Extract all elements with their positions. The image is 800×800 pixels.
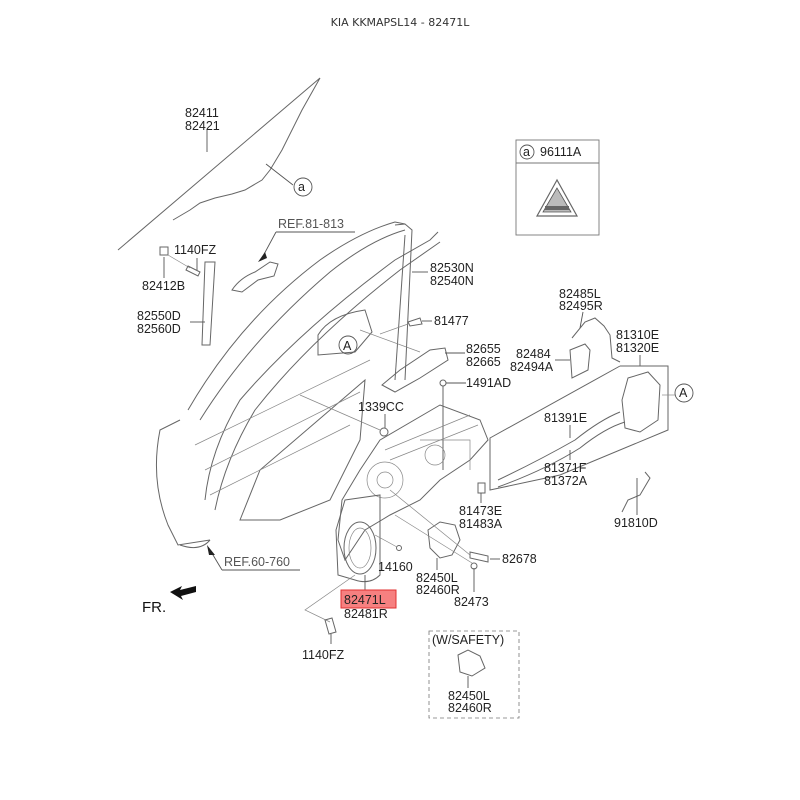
label-latch-1[interactable]: 81310E <box>616 328 659 342</box>
ref-60-760-arrow-icon <box>207 545 215 555</box>
label-rod-2[interactable]: 82495R <box>559 299 603 313</box>
leader-1339cc-dash <box>299 394 381 431</box>
leader-1140fz-bottom-dash <box>304 574 356 623</box>
label-wiring[interactable]: 91810D <box>614 516 658 530</box>
latch-assembly[interactable] <box>621 371 661 433</box>
highlight-box <box>340 589 397 609</box>
safety-part-1[interactable]: 82450L <box>448 689 490 703</box>
label-handle-1[interactable]: 82655 <box>466 342 501 356</box>
leader-82473-dash <box>394 514 473 564</box>
bolt-icon[interactable] <box>185 265 201 277</box>
label-glass-2[interactable]: 82421 <box>185 119 220 133</box>
front-arrow-icon <box>170 586 196 600</box>
label-handle-2[interactable]: 82665 <box>466 355 501 369</box>
safety-box <box>428 630 520 719</box>
leader-dash-1 <box>167 254 191 269</box>
label-bracket-1[interactable]: 82484 <box>516 347 551 361</box>
label-14160[interactable]: 14160 <box>378 560 413 574</box>
label-weatherstrip-1[interactable]: 82530N <box>430 261 474 275</box>
screw-14160-icon[interactable] <box>396 545 402 551</box>
marker-A-latch-circle <box>674 383 694 403</box>
safety-part-2[interactable]: 82460R <box>448 701 492 715</box>
label-motor-1[interactable]: 82450L <box>416 571 458 585</box>
label-weatherstrip-2[interactable]: 82540N <box>430 274 474 288</box>
label-1339cc[interactable]: 1339CC <box>358 400 404 414</box>
label-82473[interactable]: 82473 <box>454 595 489 609</box>
label-box-marker: a <box>523 145 530 159</box>
label-82412b[interactable]: 82412B <box>142 279 185 293</box>
label-box-part: 96111A <box>540 145 582 159</box>
latch-bracket-box <box>489 365 669 491</box>
label-channel-1[interactable]: 82550D <box>137 309 181 323</box>
label-81477[interactable]: 81477 <box>434 314 469 328</box>
label-cable-lower-2[interactable]: 81372A <box>544 474 588 488</box>
cable-81371f[interactable] <box>497 421 626 488</box>
door-glass[interactable] <box>117 77 321 251</box>
label-1140fz-bottom[interactable]: 1140FZ <box>302 648 345 662</box>
warning-triangle-icon <box>535 178 579 217</box>
marker-A-door: A <box>343 339 352 353</box>
leader-rod <box>579 311 584 329</box>
label-cable-lower-1[interactable]: 81371F <box>544 461 587 475</box>
label-glass-1[interactable]: 82411 <box>185 106 219 120</box>
safety-motor[interactable] <box>457 649 486 677</box>
label-82471l[interactable]: 82471L <box>344 593 386 607</box>
label-1491ad[interactable]: 1491AD <box>466 376 511 390</box>
bolt-81477-icon[interactable] <box>407 317 423 327</box>
clip-81473e-icon[interactable] <box>477 482 486 494</box>
safety-box-title: (W/SAFETY) <box>432 633 504 647</box>
ref-60-760[interactable]: REF.60-760 <box>224 555 290 569</box>
label-cable-upper[interactable]: 81391E <box>544 411 587 425</box>
wiring-91810d[interactable] <box>621 471 651 513</box>
label-channel-2[interactable]: 82560D <box>137 322 181 336</box>
leader-handle-dash <box>359 329 421 353</box>
label-box-96111a[interactable]: a 96111A <box>515 139 600 236</box>
label-fr: FR. <box>142 599 166 616</box>
rod-part[interactable] <box>571 317 621 363</box>
leader-a <box>265 163 294 186</box>
label-81473e-2[interactable]: 81483A <box>459 517 503 531</box>
label-bracket-2[interactable]: 82494A <box>510 360 554 374</box>
ref-81-813[interactable]: REF.81-813 <box>278 217 344 231</box>
bolt-82473-icon[interactable] <box>470 562 478 570</box>
bolt-1140fz-bottom-icon[interactable] <box>324 617 337 635</box>
marker-A-door-circle <box>338 335 358 355</box>
label-81473e-1[interactable]: 81473E <box>459 504 502 518</box>
label-1140fz-top[interactable]: 1140FZ <box>174 243 217 257</box>
cable-81391e[interactable] <box>497 411 621 481</box>
label-rod-1[interactable]: 82485L <box>559 287 601 301</box>
marker-a-circle <box>293 177 313 197</box>
leader-81477-dash <box>379 323 409 335</box>
module-panel-82471l[interactable] <box>335 494 381 583</box>
bracket-part[interactable] <box>569 343 591 379</box>
clip-1491ad-icon[interactable] <box>439 379 447 387</box>
marker-A-latch: A <box>679 386 688 400</box>
front-channel[interactable] <box>201 261 216 346</box>
arrow-icon <box>258 252 267 262</box>
page-title: KIA KKMAPSL14 - 82471L <box>330 16 470 29</box>
label-motor-2[interactable]: 82460R <box>416 583 460 597</box>
bolt-82678-icon[interactable] <box>469 551 489 563</box>
leader-14160-dash <box>374 534 398 548</box>
regulator-module[interactable] <box>337 404 489 562</box>
door-shell[interactable] <box>155 221 441 549</box>
marker-a: a <box>298 180 305 194</box>
motor-82450l[interactable] <box>427 521 461 559</box>
outer-handle[interactable] <box>231 261 279 293</box>
label-82678[interactable]: 82678 <box>502 552 537 566</box>
label-latch-2[interactable]: 81320E <box>616 341 659 355</box>
nut-1339cc-icon[interactable] <box>379 427 389 437</box>
leader-82678-dash <box>389 489 471 556</box>
run-channel-clip[interactable] <box>159 246 169 256</box>
inside-handle[interactable] <box>381 347 449 393</box>
label-82481r[interactable]: 82481R <box>344 607 388 621</box>
